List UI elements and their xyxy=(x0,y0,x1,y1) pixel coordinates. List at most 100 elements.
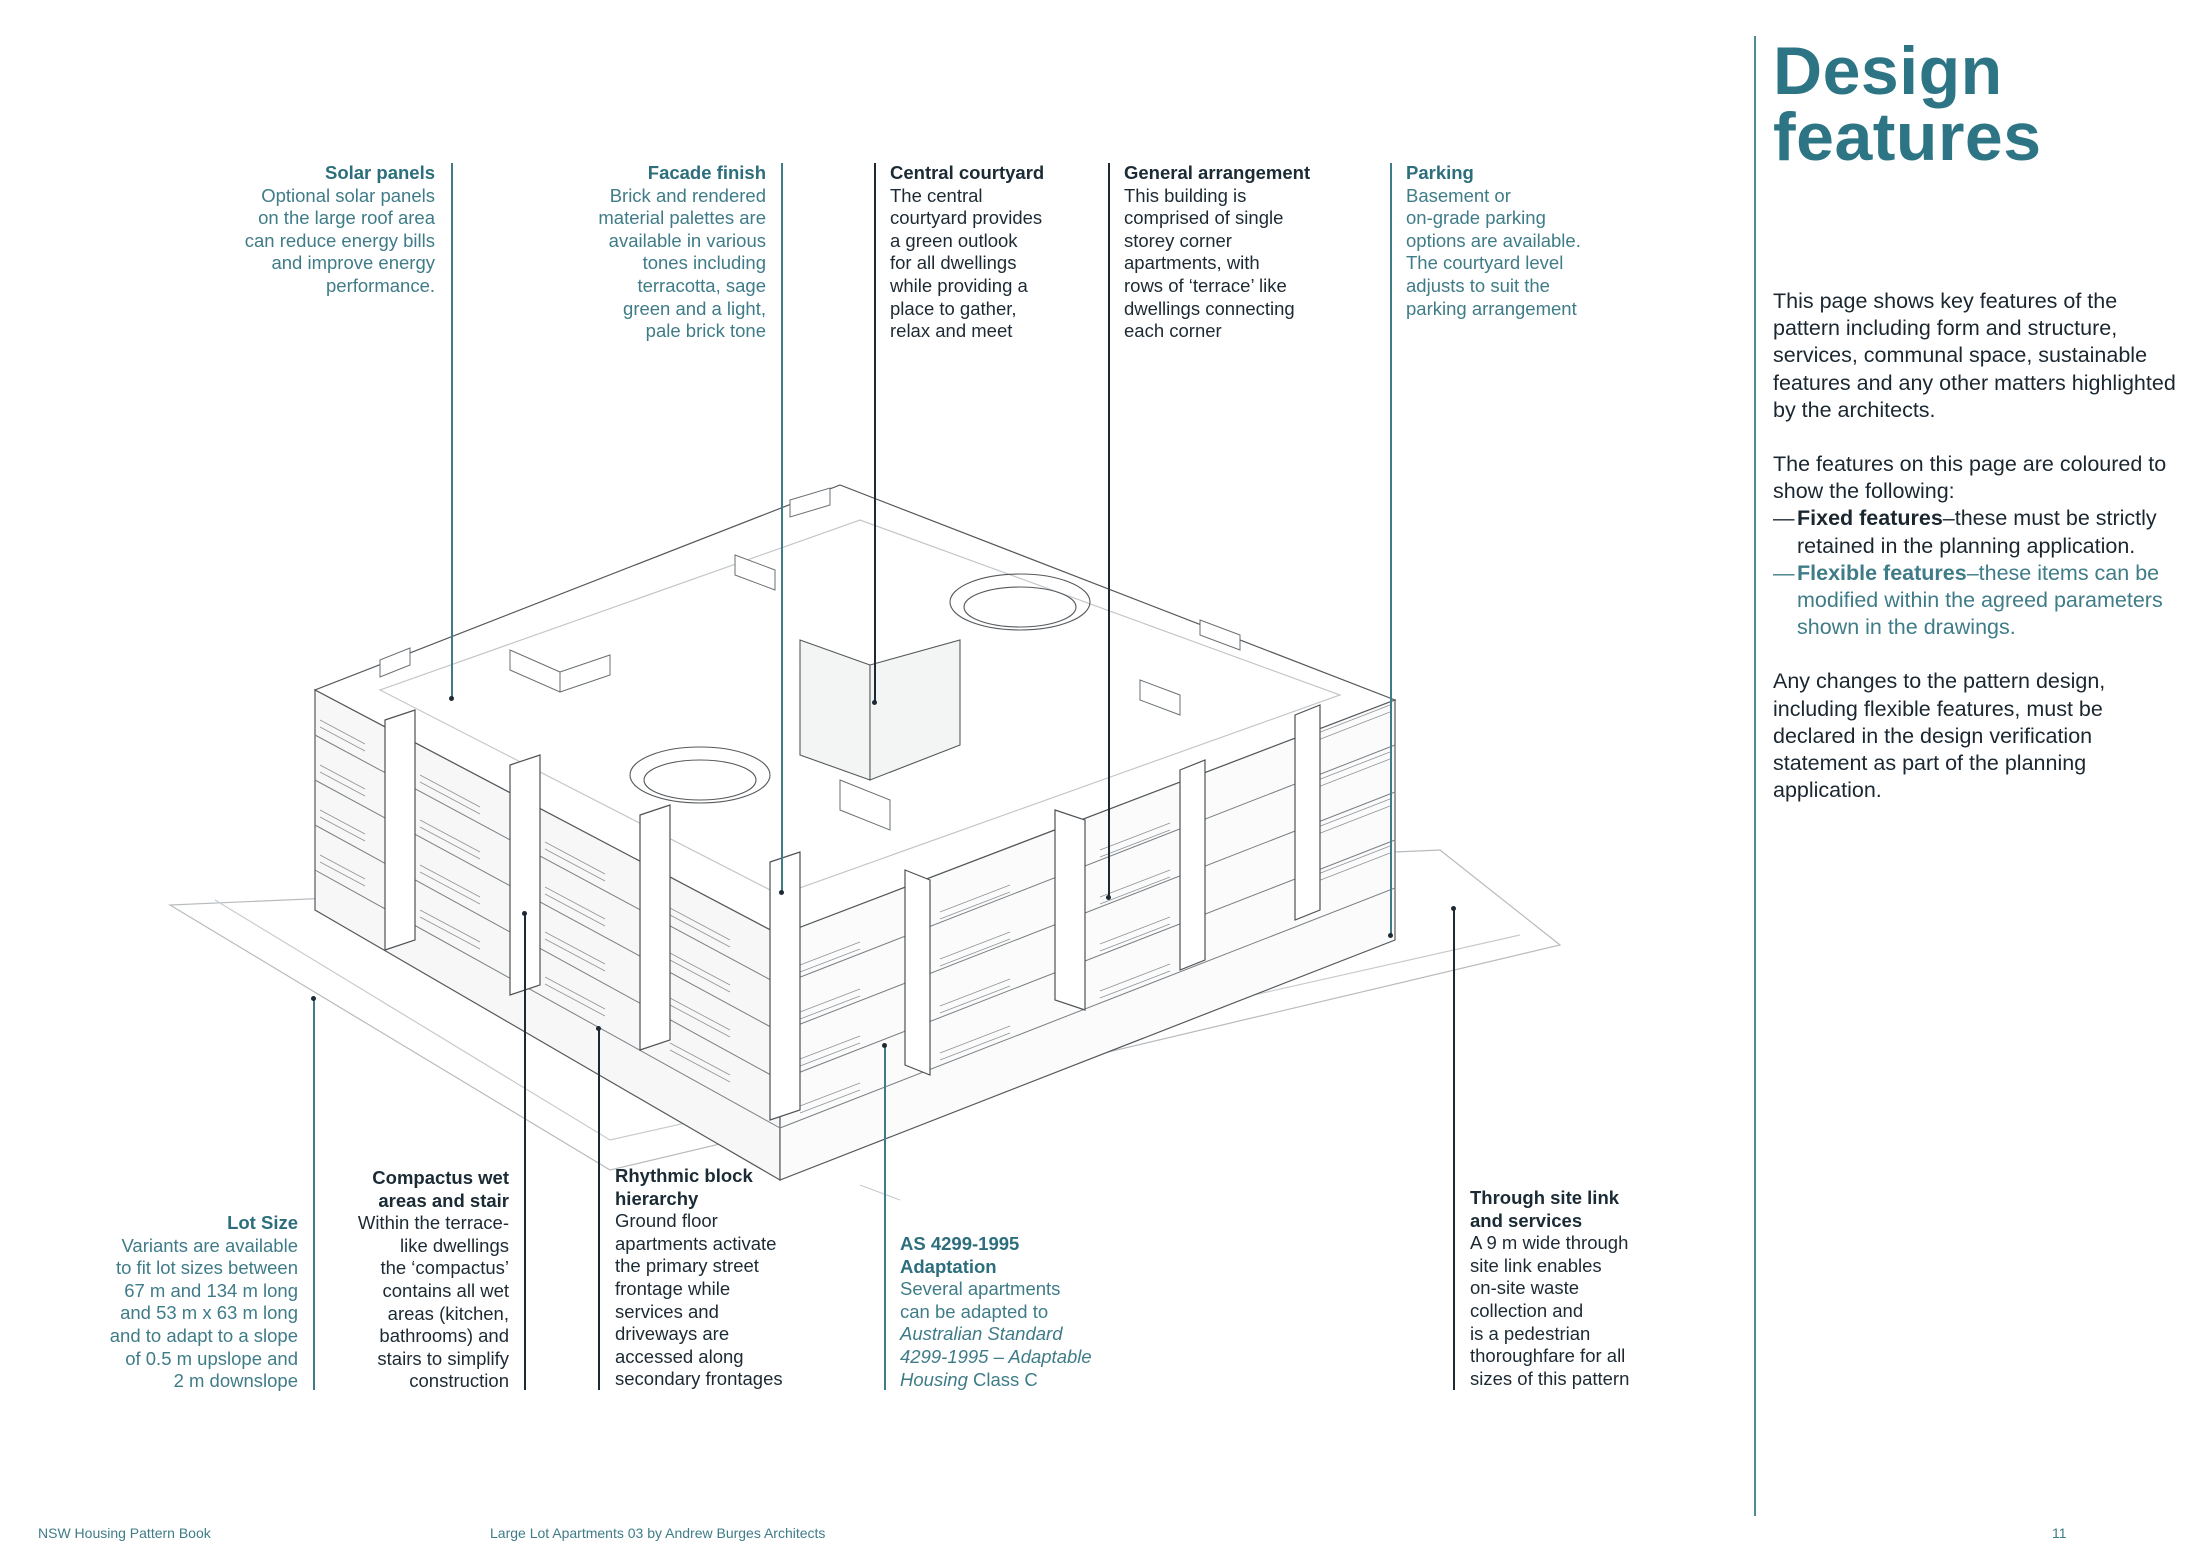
callout-title: Compactus wet xyxy=(372,1167,509,1188)
rooftop-planter-2 xyxy=(949,573,1091,631)
callout-line: stairs to simplify xyxy=(377,1347,509,1369)
callout-line: material palettes are xyxy=(598,207,766,229)
callout-line: can be adapted to xyxy=(900,1300,1049,1322)
callout-title: Parking xyxy=(1406,162,1474,183)
callout-rhythmic-block: Rhythmic block hierarchy Ground floor ap… xyxy=(615,1165,835,1391)
callout-line: and 53 m x 63 m long xyxy=(120,1302,298,1324)
callout-line: Ground floor xyxy=(615,1210,718,1232)
callout-line: Australian Standard xyxy=(900,1323,1063,1345)
callout-line: on the large roof area xyxy=(258,207,435,229)
callout-line: courtyard provides xyxy=(890,207,1043,229)
callout-title: Lot Size xyxy=(227,1212,298,1233)
panel-divider xyxy=(1754,36,1756,1516)
page-number: 11 xyxy=(2052,1525,2067,1541)
callout-line: areas (kitchen, xyxy=(387,1302,509,1324)
callout-line: 2 m downslope xyxy=(173,1370,298,1392)
callout-facade-finish: Facade finish Brick and rendered materia… xyxy=(515,162,766,343)
callout-line: apartments activate xyxy=(615,1232,777,1254)
callout-line: A 9 m wide through xyxy=(1470,1232,1629,1254)
callout-line: is a pedestrian xyxy=(1470,1322,1591,1344)
callout-title: General arrangement xyxy=(1124,162,1311,183)
callout-line: frontage while xyxy=(615,1277,731,1299)
callout-solar-panels: Solar panels Optional solar panels on th… xyxy=(180,162,435,298)
callout-line: 4299-1995 – Adaptable xyxy=(900,1345,1092,1367)
legend-flexible-features: — Flexible features–these items can be m… xyxy=(1773,560,2183,642)
leader-dot-compactus xyxy=(522,911,527,916)
callout-line-italic: Housing xyxy=(900,1368,968,1390)
callout-line: place to gather, xyxy=(890,297,1017,319)
callout-line: site link enables xyxy=(1470,1254,1602,1276)
leader-dot-facade xyxy=(779,890,784,895)
callout-line: a green outlook xyxy=(890,229,1018,251)
leader-rhythmic xyxy=(598,1028,600,1390)
callout-title: Through site link xyxy=(1470,1187,1620,1208)
leader-lotsize xyxy=(313,998,315,1390)
callout-line: thoroughfare for all xyxy=(1470,1345,1626,1367)
callout-line: options are available. xyxy=(1406,229,1581,251)
callout-line: sizes of this pattern xyxy=(1470,1367,1630,1389)
callout-line: rows of ‘terrace’ like xyxy=(1124,274,1287,296)
callout-line: The courtyard level xyxy=(1406,252,1564,274)
callout-title: Rhythmic block xyxy=(615,1165,753,1186)
callout-title: AS 4299-1995 xyxy=(900,1233,1020,1254)
callout-line: parking arrangement xyxy=(1406,297,1577,319)
callout-line: collection and xyxy=(1470,1299,1584,1321)
callout-title: Solar panels xyxy=(324,162,435,183)
leader-facade xyxy=(781,163,783,893)
callout-line: 67 m and 134 m long xyxy=(124,1279,298,1301)
callout-compactus: Compactus wet areas and stair Within the… xyxy=(320,1167,509,1393)
callout-line: dwellings connecting xyxy=(1124,297,1295,319)
callout-line: on-site waste xyxy=(1470,1277,1579,1299)
callout-through-site-link: Through site link and services A 9 m wid… xyxy=(1470,1187,1670,1390)
callout-line: on-grade parking xyxy=(1406,207,1546,229)
callout-central-courtyard: Central courtyard The central courtyard … xyxy=(890,162,1090,343)
callout-line: bathrooms) and xyxy=(379,1325,509,1347)
rooftop-planter xyxy=(629,746,771,804)
callout-general-arrangement: General arrangement This building is com… xyxy=(1124,162,1354,343)
callout-line: available in various xyxy=(608,229,766,251)
leader-dot-courtyard xyxy=(872,700,877,705)
building-axonometric-drawing xyxy=(167,484,1562,1201)
callout-line: of 0.5 m upslope and xyxy=(125,1347,298,1369)
callout-line: contains all wet xyxy=(382,1279,509,1301)
callout-title: Adaptation xyxy=(900,1255,997,1277)
leader-as4299 xyxy=(884,1045,886,1390)
callout-parking: Parking Basement or on-grade parking opt… xyxy=(1406,162,1636,320)
callout-line: tones including xyxy=(642,252,766,274)
callout-line: This building is xyxy=(1124,184,1247,206)
leader-dot-rhythmic xyxy=(596,1026,601,1031)
callout-line: Variants are available xyxy=(121,1234,298,1256)
callout-title: Facade finish xyxy=(647,162,766,183)
callout-line: pale brick tone xyxy=(645,320,766,342)
callout-line: each corner xyxy=(1124,320,1222,342)
leader-dot-throughsite xyxy=(1451,906,1456,911)
callout-line: driveways are xyxy=(615,1323,730,1345)
callout-line: construction xyxy=(409,1370,509,1392)
legend-fixed-features: — Fixed features–these must be strictly … xyxy=(1773,505,2183,559)
leader-dot-solar xyxy=(449,696,454,701)
callout-line: the ‘compactus’ xyxy=(380,1257,509,1279)
legend-flexible-text: –these items can be modified within the … xyxy=(1797,560,2163,640)
legend-fixed-text: –these must be strictly retained in the … xyxy=(1797,506,2157,558)
callout-line-rest: Class C xyxy=(967,1368,1038,1390)
leader-compactus xyxy=(524,913,526,1390)
leader-general xyxy=(1108,163,1110,898)
callout-line: and to adapt to a slope xyxy=(109,1324,298,1346)
callout-line: the primary street xyxy=(615,1255,759,1277)
callout-line: Within the terrace- xyxy=(357,1212,509,1234)
callout-lot-size: Lot Size Variants are available to fit l… xyxy=(60,1212,298,1393)
callout-as4299-adaptation: AS 4299-1995 Adaptation Several apartmen… xyxy=(900,1233,1120,1391)
callout-line: comprised of single xyxy=(1124,207,1284,229)
intro-paragraph: The features on this page are coloured t… xyxy=(1773,452,2167,504)
callout-line: adjusts to suit the xyxy=(1406,274,1550,296)
page-title: Design features xyxy=(1773,37,2042,171)
callout-line: performance. xyxy=(326,274,435,296)
intro-paragraph: This page shows key features of the patt… xyxy=(1773,289,2176,422)
leader-dot-lotsize xyxy=(311,996,316,1001)
legend-fixed-label: Fixed features xyxy=(1797,506,1943,531)
callout-line: Basement or xyxy=(1406,184,1511,206)
bullet-dash: — xyxy=(1773,506,1795,531)
callout-line: and improve energy xyxy=(271,252,435,274)
callout-line: Housing Class C xyxy=(900,1369,1120,1392)
leader-solar xyxy=(451,163,453,698)
